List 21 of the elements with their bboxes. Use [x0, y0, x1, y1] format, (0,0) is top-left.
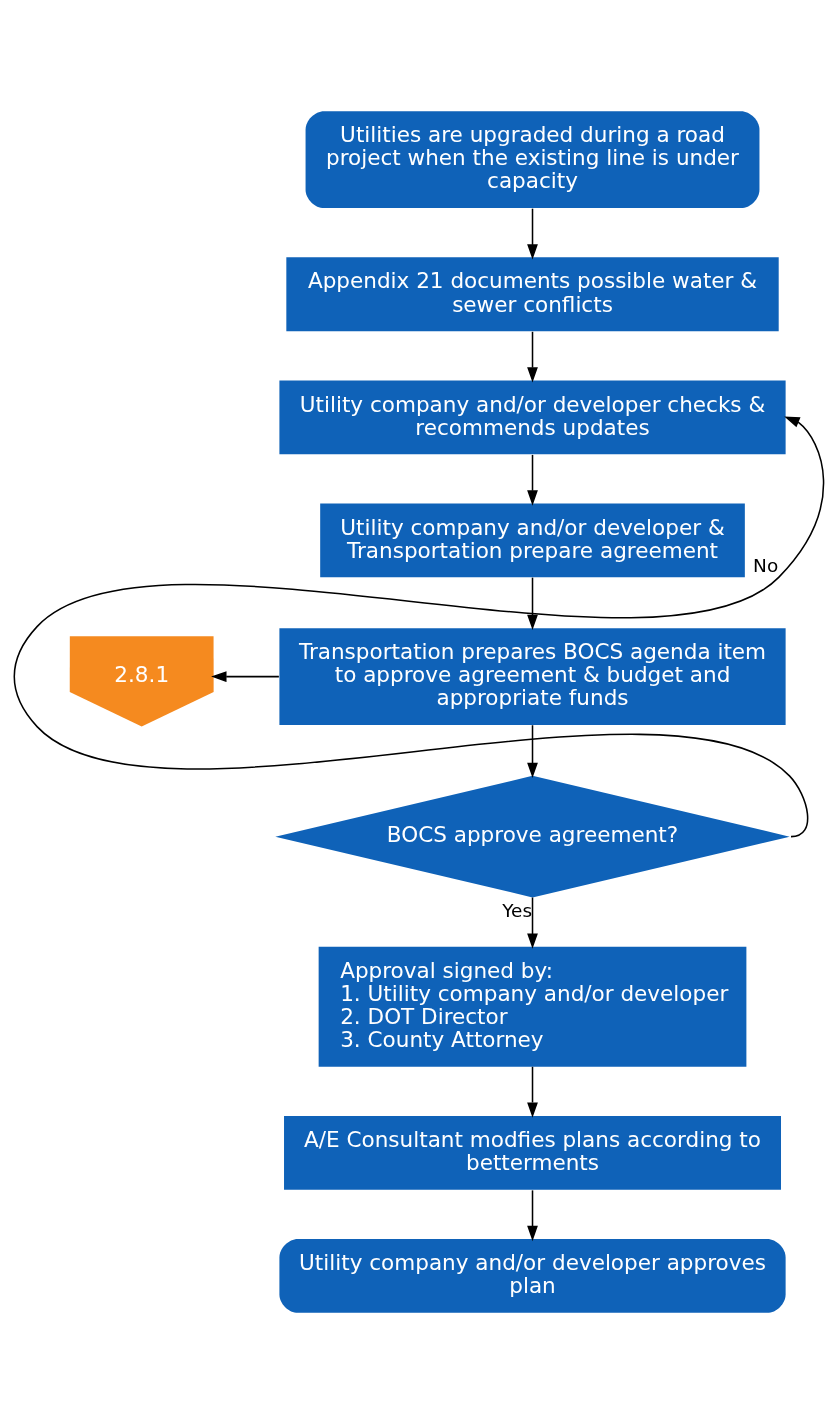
- node-box: Utility company and/or developer checks & recommends updates: [279, 380, 786, 455]
- arrow: [527, 207, 538, 260]
- node-box: Appendix 21 documents possible water & sewer conflicts: [286, 257, 779, 332]
- node-box: Utilities are upgraded during a road project when the existing line is under capacity: [305, 111, 760, 209]
- node-diamond: BOCS approve agreement?: [275, 775, 790, 898]
- arrow: [211, 671, 280, 682]
- arrow: [527, 896, 538, 949]
- node-box: Approval signed by: 1. Utility company and/or developer 2. DOT Director 3. County Attorney: [318, 946, 747, 1067]
- arrow: [527, 1189, 538, 1242]
- edge-label: No: [753, 555, 779, 577]
- arrow: [527, 454, 538, 506]
- arrow: [527, 576, 538, 631]
- arrow: [13, 416, 825, 838]
- arrow: [527, 1066, 538, 1118]
- arrow: [527, 331, 538, 383]
- node-box: Transportation prepares BOCS agenda item to approve agreement & budget and appropriate funds: [279, 628, 786, 726]
- node-box: Utility company and/or developer approves plan: [279, 1239, 786, 1313]
- node-box: A/E Consultant modfies plans according to betterments: [284, 1115, 781, 1190]
- edge-label: Yes: [502, 899, 533, 921]
- arrow: [527, 724, 538, 779]
- node-box: Utility company and/or developer & Transportation prepare agreement: [320, 503, 745, 578]
